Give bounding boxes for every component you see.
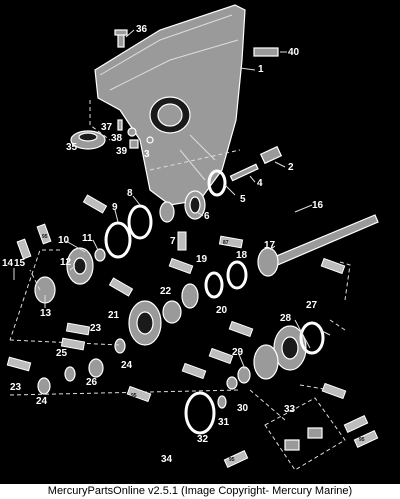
guide-lines	[9, 100, 351, 421]
image-caption: MercuryPartsOnline v2.5.1 (Image Copyrig…	[0, 484, 400, 499]
part-32-ring	[184, 391, 227, 435]
callout: 24	[36, 396, 48, 407]
part-40-plate	[253, 47, 279, 57]
tube-code: 95	[229, 457, 235, 463]
anode-35	[70, 130, 106, 150]
callout: 23	[10, 382, 22, 393]
lube-tube	[108, 277, 134, 297]
callout: 32	[197, 434, 209, 445]
callout: 5	[240, 194, 246, 205]
callout: 34	[161, 454, 173, 465]
callout: 23	[90, 323, 102, 334]
lower-bearings	[37, 338, 126, 395]
part-2-shift	[229, 145, 283, 182]
lube-tube	[6, 356, 32, 372]
callout: 21	[108, 310, 120, 321]
callout: 12	[60, 257, 72, 268]
callout: 39	[116, 146, 128, 157]
callout: 22	[160, 286, 172, 297]
callout: 15	[14, 258, 26, 269]
callout: 38	[111, 133, 123, 144]
callout: 25	[56, 348, 68, 359]
lube-tube	[218, 235, 244, 249]
callout: 4	[257, 178, 263, 189]
gear-housing	[94, 4, 246, 206]
callout: 3	[144, 149, 150, 160]
callout: 33	[284, 404, 296, 415]
lube-tube	[321, 382, 347, 400]
callout: 18	[236, 250, 248, 261]
lube-tube	[228, 320, 254, 338]
callout: 17	[264, 240, 276, 251]
callout: 40	[288, 47, 300, 58]
lube-tube	[36, 223, 52, 245]
lube-tube	[177, 231, 187, 251]
callout: 27	[306, 300, 318, 311]
lube-tube	[181, 362, 207, 380]
forward-gear	[128, 300, 182, 346]
lube-tube	[82, 194, 108, 214]
callout: 6	[204, 211, 210, 222]
callout: 16	[312, 200, 324, 211]
bearing-rings-mid	[181, 260, 248, 309]
lube-tube	[65, 322, 91, 336]
lube-tubes	[6, 194, 379, 468]
lube-tube	[60, 337, 86, 351]
leader-lines	[13, 29, 331, 370]
lube-tube	[343, 415, 369, 433]
bolt-36	[114, 29, 128, 48]
lube-tube	[320, 257, 346, 275]
callout: 30	[237, 403, 249, 414]
lube-tube	[126, 385, 152, 403]
callout: 2	[288, 162, 294, 173]
tube-code-alt: 87	[223, 240, 229, 246]
tube-code: 95	[42, 234, 48, 240]
shift-assembly	[264, 397, 346, 471]
callout: 28	[280, 313, 292, 324]
callout: 10	[58, 235, 70, 246]
callout: 20	[216, 305, 228, 316]
callout: 35	[66, 142, 78, 153]
exploded-view-svg: 95 95 95 95 87 36 40 1 37 38 35 39 3 2 4…	[2, 4, 379, 471]
reverse-gear	[226, 321, 325, 390]
lube-tube	[353, 430, 379, 448]
bearing-stack-upper	[104, 169, 227, 259]
callout: 7	[170, 236, 176, 247]
tube-code: 95	[359, 437, 365, 443]
callout: 19	[196, 254, 208, 265]
tube-code: 95	[131, 393, 137, 399]
callout: 9	[112, 202, 118, 213]
callout: 26	[86, 377, 98, 388]
callout: 8	[127, 188, 133, 199]
callout: 13	[40, 308, 52, 319]
lube-tube	[16, 238, 32, 260]
callout: 24	[121, 360, 133, 371]
pinion-gear	[34, 247, 106, 304]
callout: 36	[136, 24, 148, 35]
lube-tube	[208, 347, 234, 365]
callout: 29	[232, 347, 244, 358]
lube-tube	[168, 257, 194, 275]
callout: 1	[258, 64, 264, 75]
small-fasteners	[117, 119, 154, 149]
callout: 14	[2, 258, 14, 269]
propeller-shaft	[257, 214, 379, 277]
callout: 37	[101, 122, 113, 133]
callout: 31	[218, 417, 230, 428]
lube-tube	[223, 450, 249, 468]
callout: 11	[82, 233, 93, 244]
